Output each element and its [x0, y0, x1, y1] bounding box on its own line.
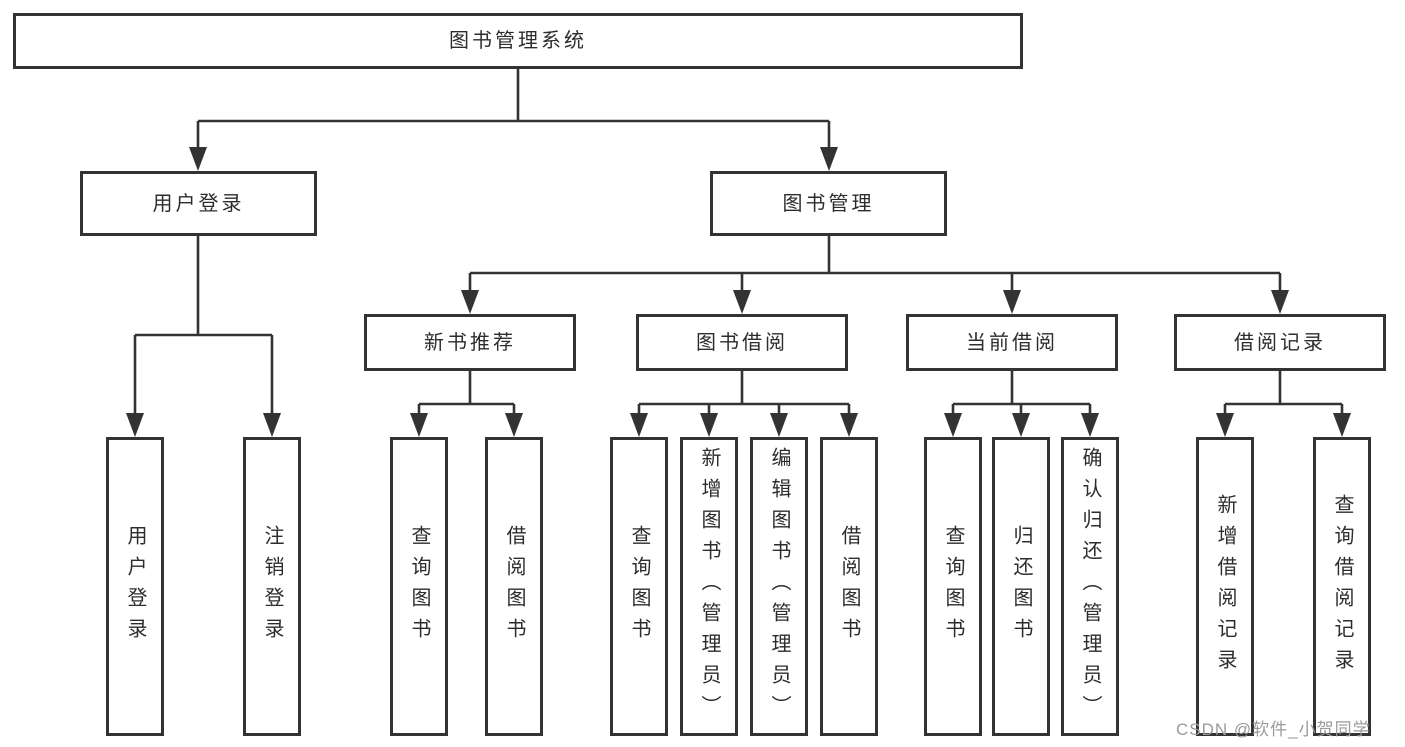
arrowhead-icon — [630, 413, 648, 437]
leaf-query-books-current: 查询图书 — [924, 437, 982, 736]
arrowhead-icon — [263, 413, 281, 437]
arrowhead-icon — [505, 413, 523, 437]
connector-path — [133, 236, 274, 418]
leaf-logout: 注销登录 — [243, 437, 301, 736]
arrowhead-icon — [1012, 413, 1030, 437]
leaf-user-login: 用户登录 — [106, 437, 164, 736]
arrowhead-icon — [1003, 290, 1021, 314]
arrowhead-icon — [1271, 290, 1289, 314]
node-book-borrowing: 图书借阅 — [636, 314, 848, 371]
arrowhead-icon — [820, 147, 838, 171]
connector-path — [468, 236, 1282, 295]
node-library-management-system: 图书管理系统 — [13, 13, 1023, 69]
connector-path — [417, 371, 516, 418]
connector-path — [196, 69, 831, 152]
arrowhead-icon — [1216, 413, 1234, 437]
leaf-edit-books-admin: 编辑图书（管理员） — [750, 437, 808, 736]
leaf-label: 借阅图书 — [838, 524, 860, 649]
leaf-label: 借阅图书 — [503, 524, 525, 649]
connector-path — [1223, 371, 1344, 418]
arrowhead-icon — [410, 413, 428, 437]
node-book-management: 图书管理 — [710, 171, 947, 236]
leaf-query-books-recommend: 查询图书 — [390, 437, 448, 736]
leaf-label: 用户登录 — [124, 524, 146, 649]
node-new-book-recommendation: 新书推荐 — [364, 314, 576, 371]
arrowhead-icon — [944, 413, 962, 437]
leaf-borrow-books-recommend: 借阅图书 — [485, 437, 543, 736]
arrowhead-icon — [126, 413, 144, 437]
connector-path — [951, 371, 1092, 418]
node-current-borrowing: 当前借阅 — [906, 314, 1118, 371]
arrowhead-icon — [733, 290, 751, 314]
connector-paths — [133, 69, 1344, 418]
leaf-query-books-borrowing: 查询图书 — [610, 437, 668, 736]
leaf-label: 注销登录 — [261, 524, 283, 649]
leaf-borrow-books: 借阅图书 — [820, 437, 878, 736]
leaf-return-books: 归还图书 — [992, 437, 1050, 736]
arrowhead-icon — [700, 413, 718, 437]
leaf-label: 编辑图书（管理员） — [768, 447, 790, 726]
arrowhead-icon — [1081, 413, 1099, 437]
leaf-label: 查询图书 — [628, 524, 650, 649]
node-user-login: 用户登录 — [80, 171, 317, 236]
connector-path — [637, 371, 851, 418]
arrowhead-icon — [461, 290, 479, 314]
arrowhead-icon — [189, 147, 207, 171]
leaf-label: 新增图书（管理员） — [698, 447, 720, 726]
leaf-query-borrow-record: 查询借阅记录 — [1313, 437, 1371, 736]
leaf-label: 新增借阅记录 — [1214, 493, 1236, 680]
leaf-label: 确认归还（管理员） — [1079, 447, 1101, 726]
arrowhead-icon — [1333, 413, 1351, 437]
leaf-add-borrow-record: 新增借阅记录 — [1196, 437, 1254, 736]
arrowhead-icon — [840, 413, 858, 437]
csdn-watermark: CSDN @软件_小贺同学 — [1176, 720, 1371, 739]
leaf-add-books-admin: 新增图书（管理员） — [680, 437, 738, 736]
leaf-label: 归还图书 — [1010, 524, 1032, 649]
node-borrowing-records: 借阅记录 — [1174, 314, 1386, 371]
leaf-label: 查询借阅记录 — [1331, 493, 1353, 680]
leaf-label: 查询图书 — [942, 524, 964, 649]
arrowhead-icon — [770, 413, 788, 437]
leaf-label: 查询图书 — [408, 524, 430, 649]
leaf-confirm-return-admin: 确认归还（管理员） — [1061, 437, 1119, 736]
connector-arrowheads — [126, 147, 1351, 437]
